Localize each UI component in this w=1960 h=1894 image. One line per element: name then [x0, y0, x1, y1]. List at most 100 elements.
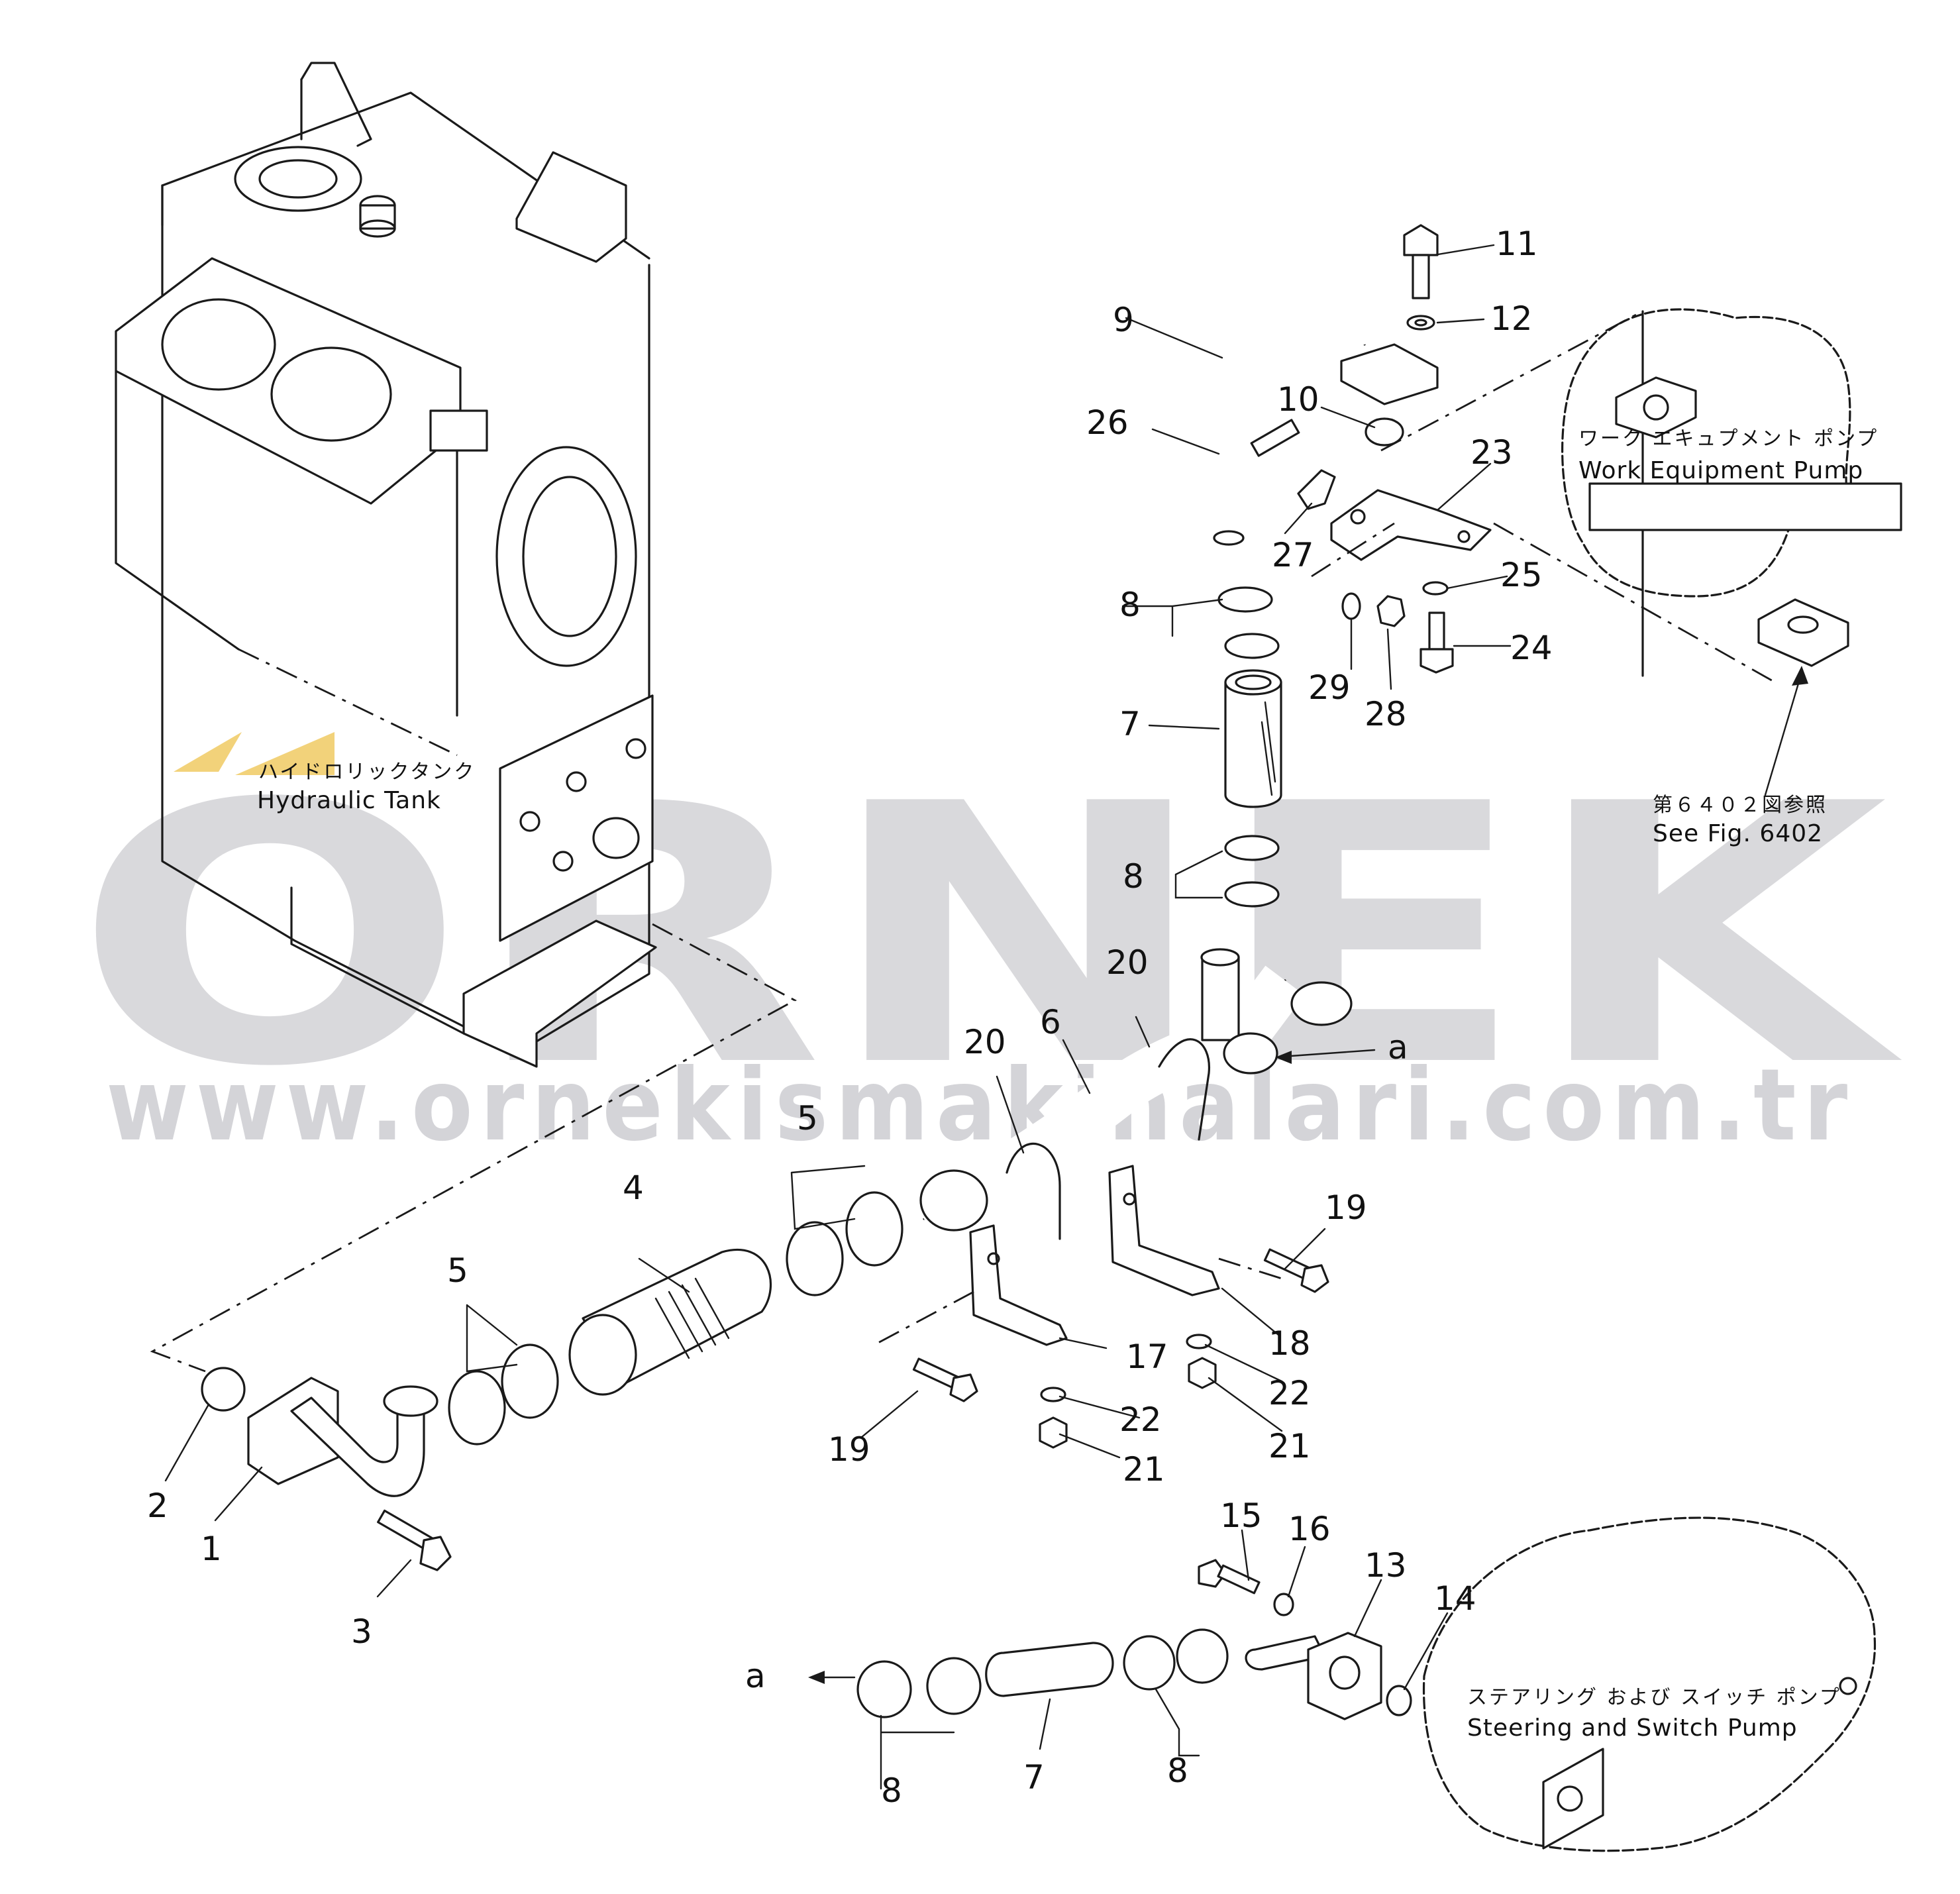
part-21-nut-b [1188, 1357, 1217, 1389]
part-5-clamp-a [448, 1370, 506, 1446]
left-hose-chain [201, 1191, 903, 1571]
callout-29: 29 [1308, 668, 1351, 707]
part-19-bolt-b [1263, 1248, 1329, 1293]
callout-19-a: 19 [828, 1430, 870, 1469]
callout-a-bottom: a [745, 1657, 766, 1695]
leader-lines [164, 244, 1512, 1790]
watermark-url: www.ornekismakinalari.com.tr [106, 1048, 1855, 1163]
part-5-clamp-d [845, 1191, 903, 1267]
callout-22-b: 22 [1268, 1374, 1311, 1412]
part-6-pipe [874, 948, 1353, 1449]
part-29-washer [1341, 592, 1361, 620]
part-7-hose-upper [1224, 681, 1282, 808]
part-20-ubolt-b [1158, 1038, 1210, 1141]
callout-26: 26 [1086, 403, 1129, 442]
tank-cover-plate [115, 257, 462, 505]
part-28-nut [1376, 595, 1406, 627]
part-22-washer-a [1040, 1387, 1066, 1402]
callout-25: 25 [1500, 556, 1543, 594]
callout-5-b: 5 [797, 1099, 818, 1137]
part-8-clamp-lower-b [926, 1657, 982, 1715]
callout-6: 6 [1040, 1003, 1061, 1041]
part-3-bolt [377, 1509, 452, 1571]
part-18-bracket [1108, 1165, 1220, 1296]
pipe-6-side-port-b [1223, 1032, 1278, 1075]
tank-inspection-window [495, 446, 637, 667]
steering-pump-housing [1422, 1516, 1877, 1852]
callout-19-b: 19 [1325, 1188, 1367, 1227]
vertical-hose-assembly [1217, 586, 1282, 908]
steering-pump-label: Steering and Switch Pump [1467, 1714, 1798, 1742]
callout-28: 28 [1365, 695, 1407, 733]
tank-port-plate [499, 694, 654, 942]
callout-18: 18 [1268, 1324, 1311, 1363]
part-16-washer [1273, 1593, 1294, 1616]
pipe-6-vertical-branch [1201, 956, 1240, 1041]
watermark-logo-mark-2 [235, 732, 335, 775]
watermark-brand: ORNEK [73, 729, 1905, 1145]
hydraulic-tank: ハイドロリックタンク Hydraulic Tank [115, 62, 797, 1373]
part-12-washer [1406, 315, 1435, 331]
part-8-clamp-lower-a [856, 1660, 912, 1718]
callout-5-a: 5 [447, 1251, 468, 1290]
part-7-hose-lower [985, 1642, 1114, 1697]
callout-7-a: 7 [1119, 705, 1141, 743]
steering-pump-port-plate [1542, 1748, 1604, 1850]
callout-16: 16 [1288, 1510, 1331, 1548]
steering-pump-label-jp: ステアリング および スイッチ ポンプ [1467, 1686, 1841, 1709]
callout-7-b: 7 [1023, 1758, 1045, 1797]
part-15-bolt [1198, 1559, 1261, 1595]
callout-17: 17 [1126, 1338, 1168, 1376]
part-2-oring [201, 1367, 246, 1412]
callout-21-a: 21 [1123, 1450, 1165, 1489]
part-26-stud [1250, 419, 1300, 457]
see-fig-label-jp: 第６４０２図参照 [1653, 794, 1828, 817]
steering-switch-pump: ステアリング および スイッチ ポンプ Steering and Switch … [1422, 1516, 1877, 1852]
part-27-clip [1297, 469, 1336, 510]
callout-23: 23 [1470, 433, 1513, 472]
tank-mount-bracket [515, 151, 627, 263]
part-21-nut-a [1039, 1416, 1068, 1449]
callout-24: 24 [1510, 629, 1553, 667]
part-23-bracket [1330, 489, 1492, 561]
part-13-pipe [1245, 1635, 1326, 1671]
callout-1: 1 [201, 1530, 222, 1568]
callout-15: 15 [1220, 1497, 1263, 1535]
part-8-clamp-mid-b [1224, 881, 1280, 908]
watermark-logo-mark [174, 732, 242, 772]
hydraulic-tank-label: Hydraulic Tank [257, 787, 441, 814]
callout-8-c: 8 [881, 1771, 902, 1810]
hydraulic-tank-label-jp: ハイドロリックタンク [258, 761, 476, 784]
callout-20-b: 20 [1106, 943, 1149, 982]
part-1-elbow [290, 1396, 425, 1497]
callout-8-a: 8 [1119, 586, 1141, 624]
part-20-ubolt-a [1006, 1143, 1061, 1240]
callout-12: 12 [1490, 299, 1533, 338]
part-13-flange [1307, 1632, 1382, 1720]
part-5-clamp-c [786, 1221, 844, 1296]
callout-10: 10 [1277, 380, 1319, 419]
part-10-oring [1365, 417, 1404, 447]
callout-13: 13 [1365, 1546, 1407, 1585]
callout-8-d: 8 [1167, 1752, 1188, 1790]
callout-11: 11 [1496, 225, 1538, 263]
callout-8-b: 8 [1123, 857, 1144, 896]
part-17-bracket [969, 1224, 1068, 1346]
work-equipment-pump: ワーク エキュプメント ポンプ Work Equipment Pump 第６４０… [1561, 308, 1902, 847]
callout-2: 2 [147, 1487, 168, 1525]
callout-4: 4 [623, 1169, 644, 1207]
callout-numbers: 11 12 9 10 26 23 27 25 24 29 28 8 7 8 20… [147, 225, 1553, 1810]
upper-pipe-assembly [1213, 224, 1776, 684]
part-25-washer [1422, 581, 1449, 596]
part-19-bolt-a [912, 1357, 978, 1402]
callout-27: 27 [1272, 536, 1314, 574]
see-fig-label: See Fig. 6402 [1653, 820, 1823, 847]
part-8-clamp-mid-a [1224, 835, 1280, 861]
work-pump-housing [1561, 308, 1851, 598]
callout-14: 14 [1434, 1579, 1476, 1618]
part-8-clamp-lower-c [1123, 1635, 1176, 1691]
callout-3: 3 [351, 1612, 372, 1651]
work-pump-label-jp: ワーク エキュプメント ポンプ [1578, 427, 1879, 450]
